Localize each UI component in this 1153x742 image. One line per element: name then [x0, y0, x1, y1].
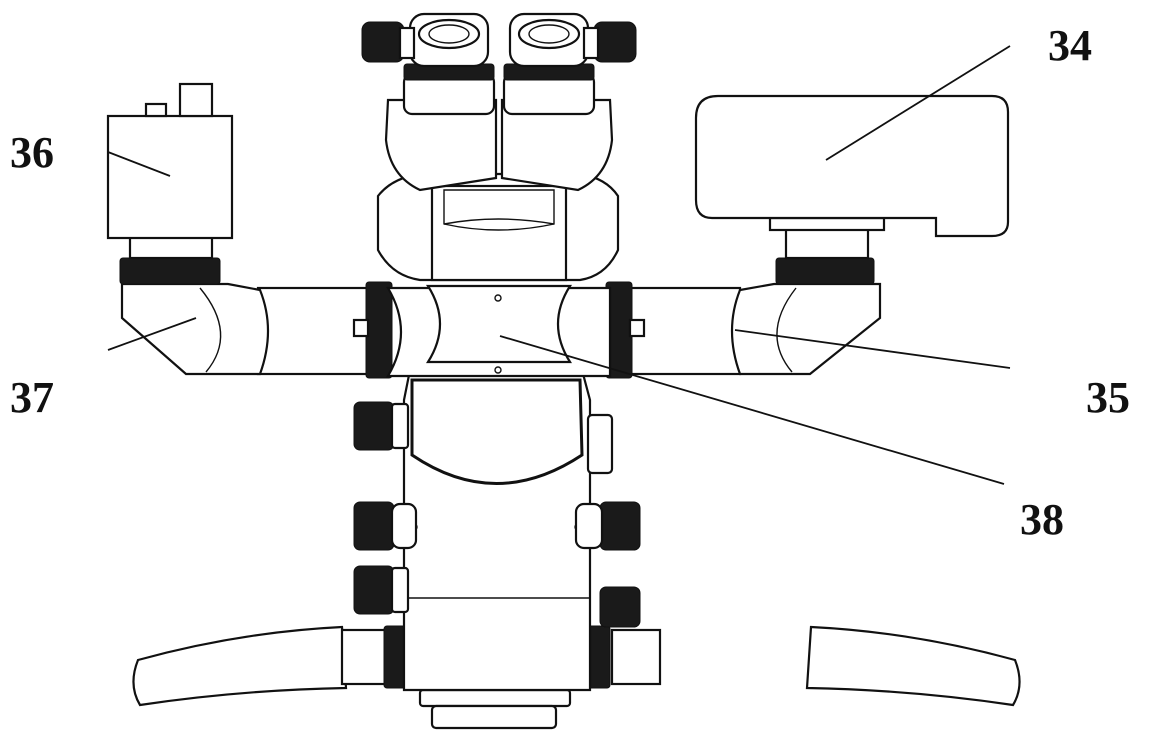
eyepiece-right — [502, 12, 596, 116]
leader-36 — [107, 151, 171, 177]
beam-splitter-38 — [386, 284, 612, 378]
right-arm — [605, 281, 742, 379]
left-arm — [256, 281, 393, 379]
callout-36: 36 — [10, 128, 54, 177]
top-knobs — [361, 21, 637, 63]
eyepiece-left — [402, 12, 496, 116]
side-knobs — [353, 401, 641, 628]
callout-35: 35 — [1086, 373, 1130, 422]
camera-36 — [106, 82, 234, 260]
callout-38: 38 — [1020, 495, 1064, 544]
camera-34 — [694, 94, 1010, 260]
optical-head — [376, 98, 620, 282]
leader-38 — [499, 335, 1005, 485]
adapter-37 — [119, 257, 270, 376]
leader-37 — [107, 317, 197, 351]
callout-34: 34 — [1048, 21, 1092, 70]
adapter-35 — [730, 257, 882, 376]
leader-35 — [734, 329, 1011, 369]
bottom-objective — [418, 688, 572, 730]
callout-37: 37 — [10, 373, 54, 422]
leader-34 — [825, 45, 1011, 161]
